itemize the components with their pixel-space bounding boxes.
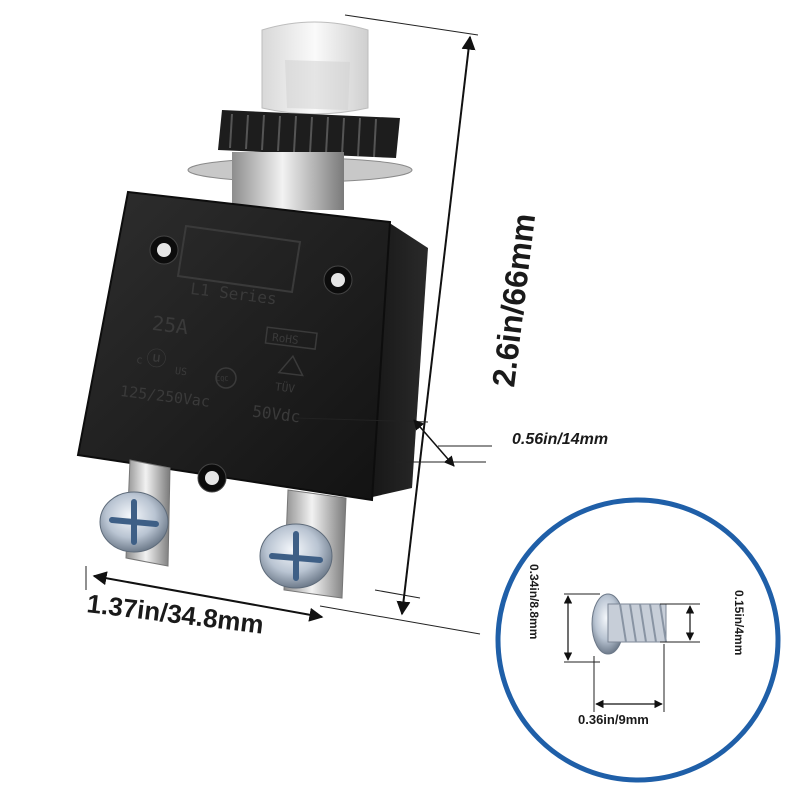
screw-detail-inset: 0.34in/8.8mm 0.15in/4mm 0.36in/9mm — [495, 497, 781, 783]
svg-text:RoHS: RoHS — [271, 331, 299, 347]
mounting-hole-bottom — [197, 463, 227, 493]
height-label: 2.6in/66mm — [485, 211, 542, 388]
tuv-mark: TÜV — [274, 354, 304, 396]
terminal-left — [99, 459, 171, 567]
rubber-boot-cap — [261, 21, 369, 115]
mounting-hole-right — [323, 265, 353, 295]
ul-mark: c ⓤ US — [135, 345, 187, 378]
threaded-bushing — [232, 152, 344, 210]
svg-text:CQC: CQC — [216, 375, 229, 383]
svg-text:c: c — [135, 353, 143, 367]
screw-thread-label: 0.15in/4mm — [732, 590, 746, 655]
dimension-depth: 0.56in/14mm — [295, 417, 608, 467]
screw-illustration — [591, 593, 667, 655]
terminal-right — [259, 489, 347, 599]
depth-label: 0.56in/14mm — [512, 431, 608, 448]
svg-text:TÜV: TÜV — [274, 380, 296, 395]
mounting-hole-left — [149, 235, 179, 265]
svg-text:ⓤ: ⓤ — [145, 345, 168, 371]
circuit-breaker: L1 Series 25A c ⓤ US CQC RoHS TÜV 125/25… — [76, 21, 428, 599]
rohs-badge: RoHS — [264, 326, 318, 350]
screw-length-label: 0.36in/9mm — [578, 712, 649, 727]
current-rating: 25A — [151, 311, 190, 339]
breaker-body — [76, 190, 392, 502]
mounting-nut — [218, 110, 400, 158]
width-label: 1.37in/34.8mm — [85, 588, 265, 639]
screw-head-height-label: 0.34in/8.8mm — [527, 564, 541, 639]
cqc-mark: CQC — [215, 367, 237, 389]
svg-text:US: US — [174, 366, 187, 378]
